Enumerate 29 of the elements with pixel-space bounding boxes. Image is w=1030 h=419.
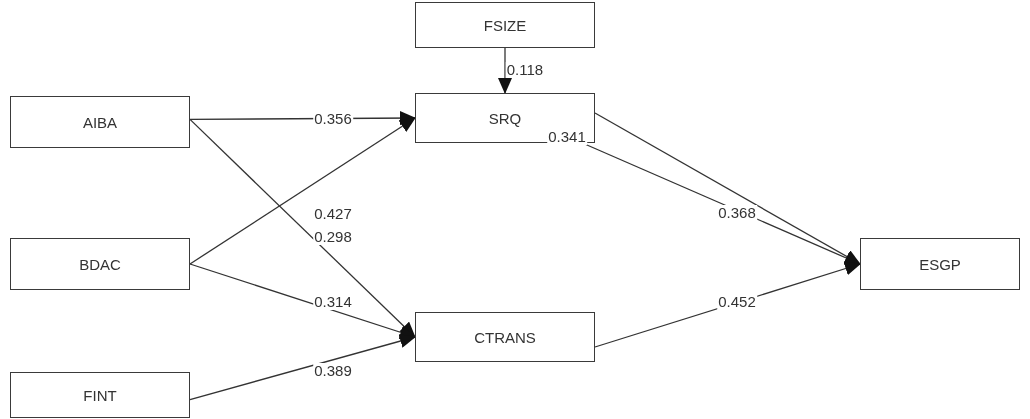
arrow	[189, 117, 416, 265]
path-coefficient: 0.452	[717, 294, 757, 310]
variable-box	[415, 312, 595, 362]
arrow	[189, 118, 416, 338]
variable-name: ESGP	[919, 255, 961, 273]
variable-box	[10, 372, 190, 418]
path-coefficient: 0.341	[547, 129, 587, 145]
arrow	[189, 263, 416, 340]
variable-name: FINT	[83, 386, 117, 404]
path-coefficient: 0.356	[313, 111, 353, 127]
variable-box	[860, 238, 1020, 290]
path-coefficient: 0.389	[313, 363, 353, 379]
arrow	[498, 47, 512, 94]
variable-box	[10, 238, 190, 290]
path-coefficient: 0.118	[505, 62, 545, 78]
variable-name: FSIZE	[483, 16, 527, 34]
variable-box	[10, 96, 190, 148]
variable-name: SRQ	[488, 109, 522, 127]
variable-name: BDAC	[79, 255, 121, 273]
path-coefficient: 0.298	[313, 229, 353, 245]
variable-box	[415, 93, 595, 143]
path-coefficient: 0.368	[717, 205, 757, 221]
arrow	[594, 112, 861, 265]
arrow	[189, 334, 416, 401]
path-coefficient: 0.427	[313, 206, 353, 222]
path-coefficient: 0.314	[313, 294, 353, 310]
variable-name: AIBA	[82, 113, 118, 131]
variable-name: CTRANS	[474, 328, 536, 346]
variable-box	[415, 2, 595, 48]
